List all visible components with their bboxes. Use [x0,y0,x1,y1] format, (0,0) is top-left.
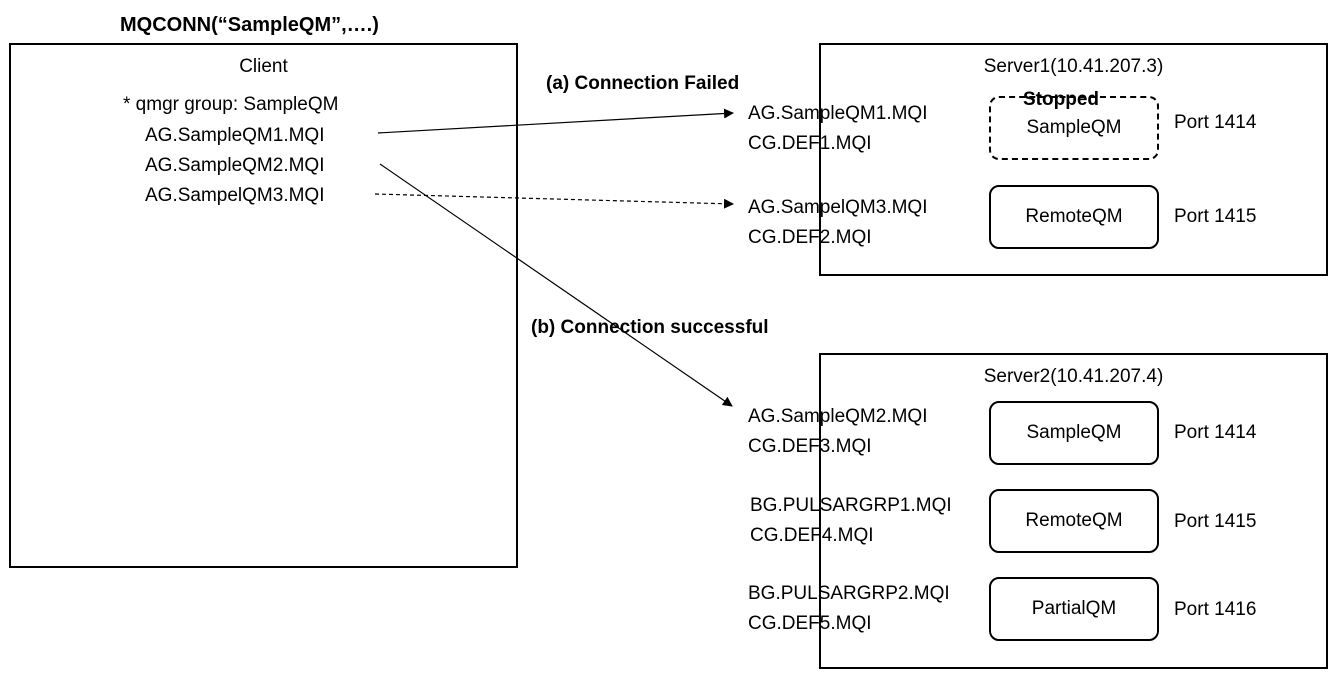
qm-name: SampleQM [1026,422,1122,443]
server2-row1-line1: AG.SampleQM2.MQI [748,406,928,427]
server1-qm-sampleqm: SampleQM [989,96,1159,160]
qm-name: SampleQM [1026,117,1122,138]
server2-row1-line2: CG.DEF3.MQI [748,436,872,457]
arrow-client-qm1-to-server1 [377,108,734,134]
server2-qm-sampleqm: SampleQM [989,401,1159,465]
server2-row1-port: Port 1414 [1174,422,1257,443]
server2-row3-port: Port 1416 [1174,599,1257,620]
server2-row3-line2: CG.DEF5.MQI [748,613,872,634]
server2-qm-partialqm: PartialQM [989,577,1159,641]
server2-row3-line1: BG.PULSARGRP2.MQI [748,583,950,604]
client-box [9,43,518,568]
server1-row1-line1: AG.SampleQM1.MQI [748,103,928,124]
client-group-line: * qmgr group: SampleQM [123,94,339,115]
qm-name: PartialQM [1031,598,1117,619]
server2-row2-line2: CG.DEF4.MQI [750,525,874,546]
server1-box [819,43,1328,276]
client-entry-3: AG.SampelQM3.MQI [145,185,325,206]
server1-row2-line1: AG.SampelQM3.MQI [748,197,928,218]
annotation-connection-failed: (a) Connection Failed [546,73,740,94]
server2-box [819,353,1328,669]
server2-row2-port: Port 1415 [1174,511,1257,532]
server2-label: Server2(10.41.207.4) [983,366,1164,387]
arrow-client-qm2-to-server2 [379,163,733,407]
server1-row2-line2: CG.DEF2.MQI [748,227,872,248]
qm-name: RemoteQM [1025,206,1123,227]
server1-row2-port: Port 1415 [1174,206,1257,227]
annotation-connection-successful: (b) Connection successful [531,317,769,338]
server1-qm-state-stopped: Stopped [1023,89,1099,110]
arrow-client-qm3-to-server1-dashed [374,193,734,209]
server2-qm-remoteqm: RemoteQM [989,489,1159,553]
qm-name: RemoteQM [1025,510,1123,531]
server2-row2-line1: BG.PULSARGRP1.MQI [750,495,952,516]
server1-row1-line2: CG.DEF1.MQI [748,133,872,154]
client-label: Client [239,56,288,77]
client-entry-2: AG.SampleQM2.MQI [145,155,325,176]
diagram-title: MQCONN(“SampleQM”,….) [120,14,379,36]
client-entry-1: AG.SampleQM1.MQI [145,125,325,146]
server1-label: Server1(10.41.207.3) [983,56,1164,77]
server1-qm-remoteqm: RemoteQM [989,185,1159,249]
server1-row1-port: Port 1414 [1174,112,1257,133]
